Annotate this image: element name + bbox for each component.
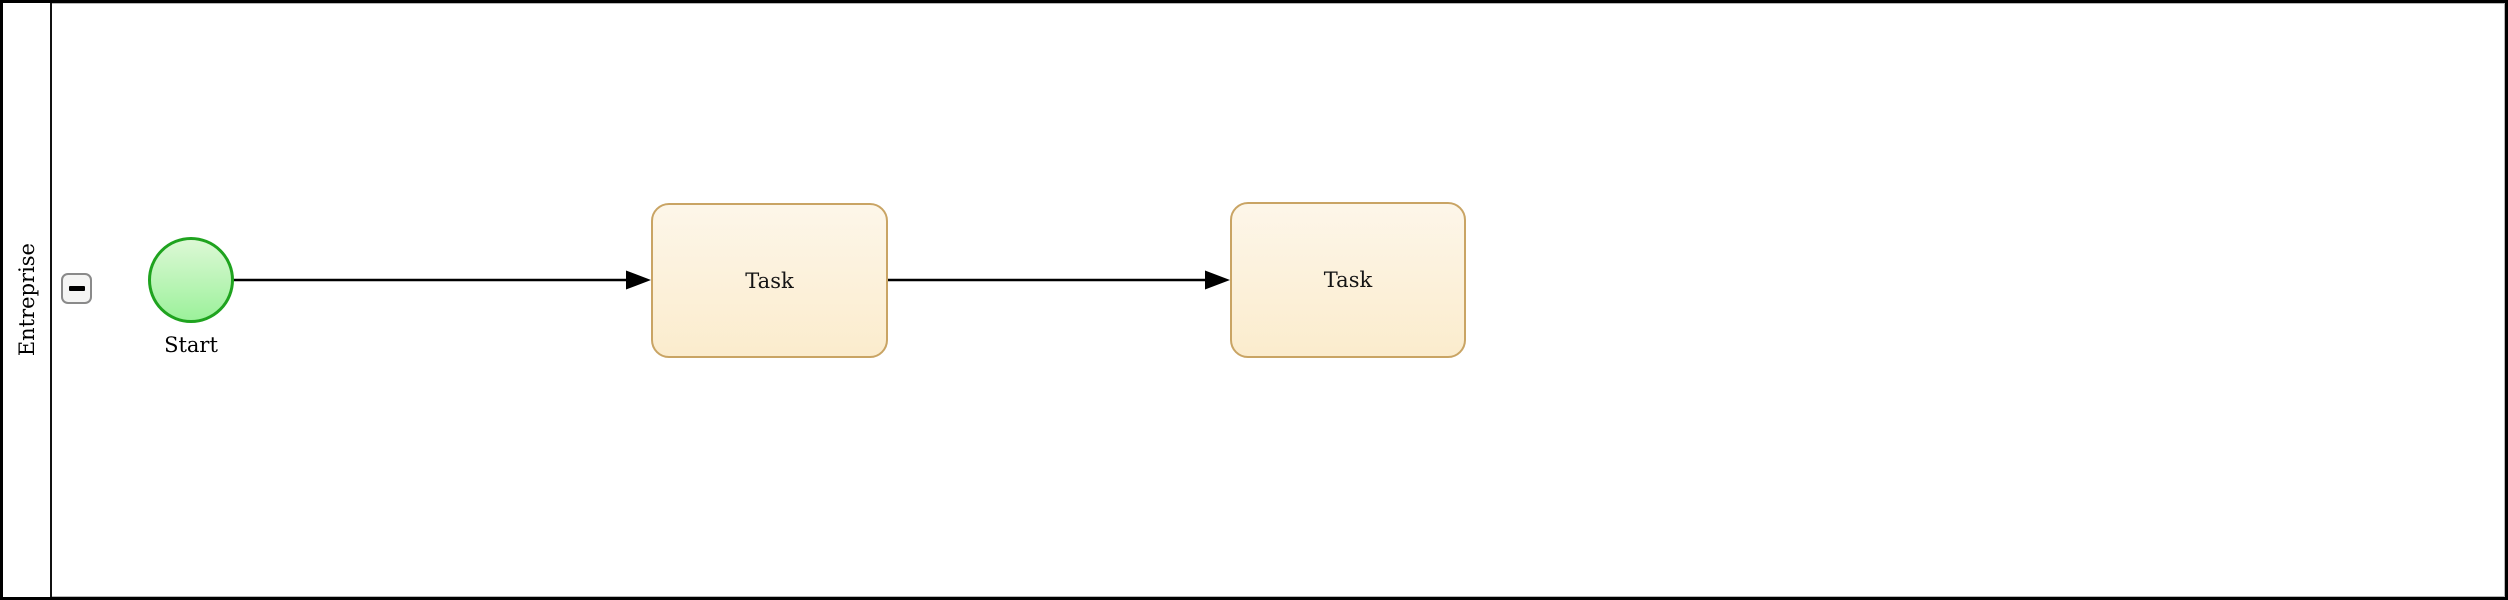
task-node-1[interactable]: Task: [651, 203, 888, 358]
minus-icon: [68, 286, 85, 291]
lane-content-area: [52, 3, 2505, 597]
collapse-pool-button[interactable]: [61, 273, 92, 304]
task-1-label: Task: [745, 268, 794, 293]
start-event-node[interactable]: [148, 237, 234, 323]
task-2-label: Task: [1323, 268, 1373, 292]
start-event-label: Start: [164, 333, 218, 357]
task-node-2[interactable]: Task: [1230, 202, 1466, 358]
pool-label-strip[interactable]: Entreprise: [3, 3, 52, 597]
pool-label: Entreprise: [14, 243, 39, 357]
